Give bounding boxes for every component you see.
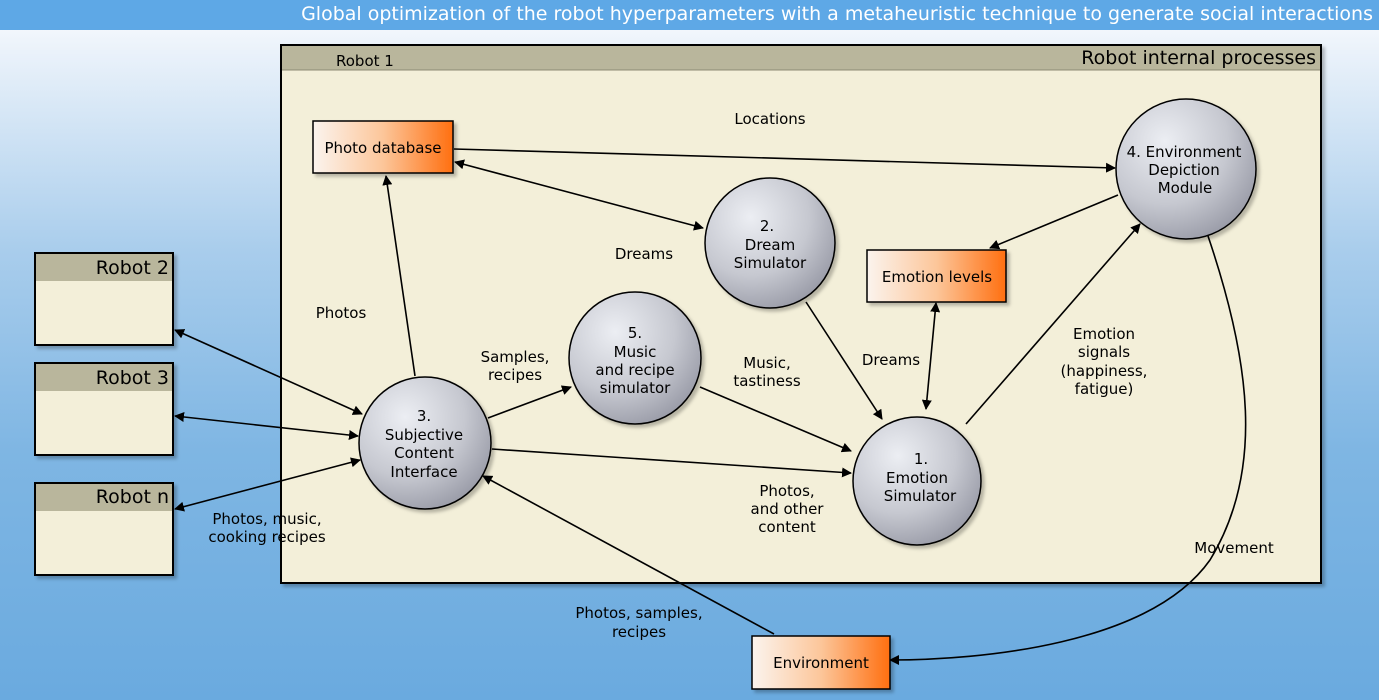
dream-sim-line-2: Dream: [745, 236, 795, 254]
environment-label: Environment: [773, 654, 869, 672]
arrow-photo-db-dream: [454, 159, 704, 231]
robot-3-box: Robot 3: [34, 362, 174, 456]
emotion-simulator-module: 1. Emotion Simulator: [852, 416, 982, 546]
subjective-line-2: Subjective: [385, 426, 463, 444]
photos-other-line-1: Photos,: [759, 482, 814, 500]
dream-sim-line-1: 2.: [760, 217, 774, 235]
emotion-signals-line-4: fatigue): [1075, 380, 1134, 398]
subjective-line-3: Content: [394, 444, 454, 462]
edge-labels: Locations Dreams Dreams Photos Samples, …: [208, 110, 1274, 641]
title-bar: Global optimization of the robot hyperpa…: [0, 0, 1379, 30]
dream-sim-line-3: Simulator: [734, 254, 807, 272]
emotion-signals-line-2: signals: [1078, 343, 1130, 361]
photos-other-line-3: content: [758, 518, 816, 536]
music-line-2: Music: [614, 343, 657, 361]
dreams-label-1: Dreams: [615, 245, 673, 263]
env-module-line-3: Module: [1158, 179, 1213, 197]
emotion-sim-line-3: Simulator: [884, 487, 957, 505]
environment-box: Environment: [751, 635, 891, 690]
arrow-subjective-to-photo-db: [382, 175, 416, 377]
photos-samples-line-1: Photos, samples,: [575, 604, 702, 622]
env-module-line-1: 4. Environment: [1127, 143, 1242, 161]
arrow-emotion-sim-to-env-module: [965, 223, 1141, 425]
arrow-emotion-levels-emotion-sim: [921, 302, 941, 410]
arrow-robot-2-subjective: [174, 329, 363, 415]
panel-heading: Robot internal processes: [1081, 47, 1316, 69]
photo-database-label: Photo database: [324, 139, 441, 157]
env-module-line-2: Depiction: [1148, 161, 1219, 179]
subjective-content-module: 3. Subjective Content Interface: [358, 376, 492, 510]
robot-1-label: Robot 1: [336, 52, 394, 70]
music-recipe-module: 5. Music and recipe simulator: [568, 291, 702, 425]
photos-music-line-2: cooking recipes: [208, 528, 325, 546]
music-tastiness-line-2: tastiness: [733, 372, 800, 390]
emotion-sim-line-2: Emotion: [886, 469, 948, 487]
dream-simulator-module: 2. Dream Simulator: [704, 177, 836, 309]
arrow-env-module-to-emotion-levels: [989, 194, 1119, 250]
emotion-levels-box: Emotion levels: [866, 249, 1007, 303]
subjective-line-4: Interface: [390, 463, 457, 481]
photo-database-box: Photo database: [312, 120, 454, 174]
arrow-env-module-to-environment: [889, 235, 1247, 665]
emotion-signals-line-1: Emotion: [1073, 325, 1135, 343]
music-tastiness-line-1: Music,: [743, 354, 790, 372]
arrow-photo-db-to-env-module: [453, 148, 1116, 173]
arrows: [174, 148, 1247, 665]
arrow-robot-3-subjective: [174, 412, 359, 440]
music-line-1: 5.: [628, 324, 642, 342]
robot-3-label: Robot 3: [96, 367, 169, 389]
arrow-subjective-to-emotion-sim: [491, 448, 852, 478]
emotion-levels-label: Emotion levels: [882, 268, 992, 286]
robot-2-label: Robot 2: [96, 257, 169, 279]
arrow-environment-to-subjective: [482, 475, 775, 635]
photos-other-line-2: and other: [751, 500, 825, 518]
samples-recipes-line-2: recipes: [488, 366, 542, 384]
robot-n-label: Robot n: [96, 486, 169, 508]
environment-depiction-module: 4. Environment Depiction Module: [1115, 98, 1257, 240]
samples-recipes-line-1: Samples,: [481, 348, 550, 366]
arrow-robot-n-subjective: [174, 457, 361, 512]
diagram-title: Global optimization of the robot hyperpa…: [301, 3, 1373, 25]
movement-label: Movement: [1194, 539, 1274, 557]
dreams-label-2: Dreams: [862, 351, 920, 369]
emotion-signals-line-3: (happiness,: [1061, 362, 1148, 380]
photos-label: Photos: [316, 304, 367, 322]
arrow-music-to-emotion-sim: [699, 386, 852, 453]
robot-n-box: Robot n: [34, 482, 174, 576]
photos-music-line-1: Photos, music,: [212, 510, 321, 528]
music-line-3: and recipe: [595, 361, 674, 379]
photos-samples-line-2: recipes: [612, 623, 666, 641]
locations-label: Locations: [734, 110, 805, 128]
arrow-dream-to-emotion-sim: [805, 301, 883, 420]
emotion-sim-line-1: 1.: [914, 450, 928, 468]
robot-2-box: Robot 2: [34, 252, 174, 346]
arrow-subjective-to-music: [487, 385, 572, 419]
subjective-line-1: 3.: [417, 407, 431, 425]
music-line-4: simulator: [600, 379, 672, 397]
